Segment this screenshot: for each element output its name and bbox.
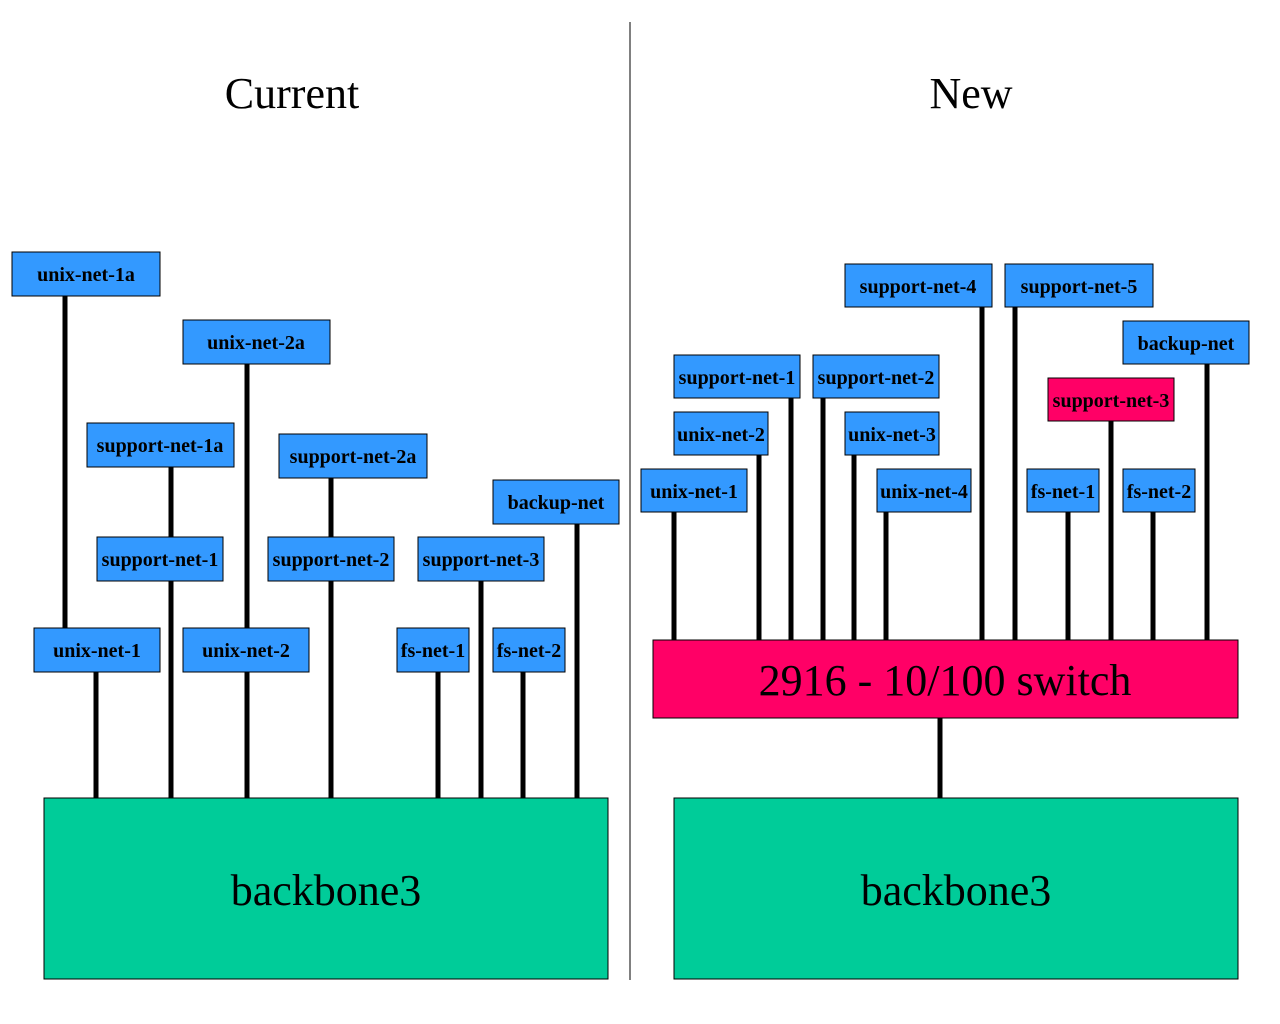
svg-text:unix-net-1: unix-net-1 [53, 640, 141, 662]
node-l-backup-net: backup-net [492, 479, 620, 525]
svg-text:support-net-3: support-net-3 [423, 549, 540, 571]
node-l-support-net-3: support-net-3 [417, 536, 545, 582]
svg-text:support-net-1: support-net-1 [102, 549, 219, 571]
svg-text:backbone3: backbone3 [231, 866, 422, 915]
node-r-unix-net-3: unix-net-3 [844, 411, 940, 456]
svg-text:backup-net: backup-net [508, 492, 605, 514]
svg-text:unix-net-2: unix-net-2 [677, 424, 765, 446]
node-r-unix-net-1: unix-net-1 [640, 468, 748, 513]
svg-text:unix-net-2a: unix-net-2a [207, 332, 305, 354]
node-l-support-net-2a: support-net-2a [278, 433, 428, 479]
node-l-unix-net-2: unix-net-2 [182, 627, 310, 673]
node-r-support-net-2: support-net-2 [812, 354, 940, 399]
svg-text:fs-net-2: fs-net-2 [1127, 481, 1191, 503]
node-l-support-net-1a: support-net-1a [86, 422, 235, 468]
svg-text:support-net-5: support-net-5 [1021, 276, 1138, 298]
node-r-backup-net: backup-net [1122, 320, 1250, 365]
node-l-unix-net-1a: unix-net-1a [11, 251, 161, 297]
node-l-fs-net-2: fs-net-2 [492, 627, 566, 673]
node-l-fs-net-1: fs-net-1 [396, 627, 470, 673]
node-r-fs-net-2: fs-net-2 [1122, 468, 1196, 513]
node-r-support-net-1: support-net-1 [673, 354, 801, 399]
node-r-support-net-3: support-net-3 [1047, 377, 1175, 422]
svg-text:backup-net: backup-net [1138, 333, 1235, 355]
left-links [62, 296, 580, 798]
title-current: Current [225, 69, 359, 118]
svg-text:fs-net-2: fs-net-2 [497, 640, 561, 662]
node-r-support-net-5: support-net-5 [1004, 263, 1154, 308]
svg-text:support-net-1a: support-net-1a [97, 435, 224, 457]
backbone-left: backbone3 [43, 797, 609, 980]
switch-2916: 2916 - 10/100 switch [652, 639, 1239, 719]
svg-text:unix-net-1: unix-net-1 [650, 481, 738, 503]
svg-text:unix-net-1a: unix-net-1a [37, 264, 135, 286]
svg-text:unix-net-3: unix-net-3 [848, 424, 936, 446]
svg-text:unix-net-2: unix-net-2 [202, 640, 290, 662]
node-r-fs-net-1: fs-net-1 [1026, 468, 1100, 513]
svg-text:support-net-3: support-net-3 [1053, 390, 1170, 412]
title-new: New [929, 69, 1012, 118]
svg-text:fs-net-1: fs-net-1 [401, 640, 465, 662]
svg-text:fs-net-1: fs-net-1 [1031, 481, 1095, 503]
svg-text:backbone3: backbone3 [861, 866, 1052, 915]
backbone-right: backbone3 [673, 797, 1239, 980]
node-r-unix-net-4: unix-net-4 [876, 468, 972, 513]
svg-text:2916 - 10/100 switch: 2916 - 10/100 switch [759, 656, 1132, 705]
node-l-unix-net-1: unix-net-1 [33, 627, 161, 673]
svg-text:support-net-2: support-net-2 [273, 549, 390, 571]
node-l-unix-net-2a: unix-net-2a [182, 319, 331, 365]
node-r-support-net-4: support-net-4 [844, 263, 993, 308]
node-l-support-net-2: support-net-2 [267, 536, 395, 582]
svg-text:support-net-1: support-net-1 [679, 367, 796, 389]
svg-text:support-net-4: support-net-4 [860, 276, 977, 298]
node-r-unix-net-2: unix-net-2 [673, 411, 769, 456]
svg-text:unix-net-4: unix-net-4 [880, 481, 968, 503]
node-l-support-net-1: support-net-1 [96, 536, 224, 582]
svg-text:support-net-2: support-net-2 [818, 367, 935, 389]
right-links [671, 307, 1210, 798]
svg-text:support-net-2a: support-net-2a [290, 446, 417, 468]
